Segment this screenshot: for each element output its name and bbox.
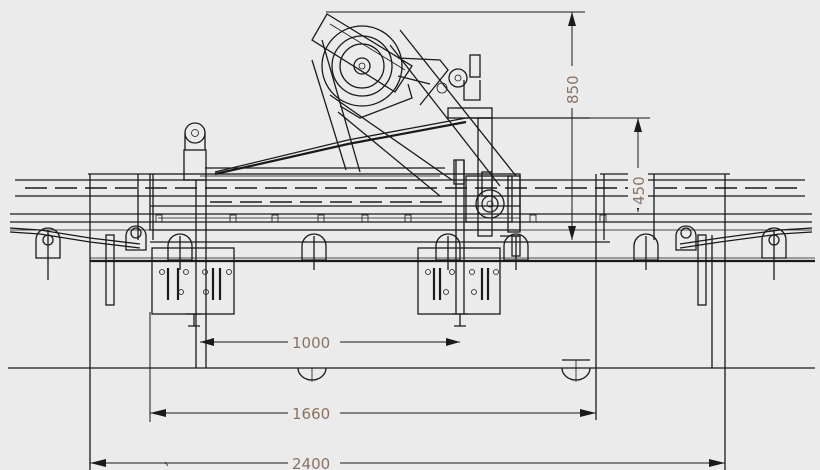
side-rollers [9, 225, 813, 280]
dimension-1660: 1660 [292, 405, 330, 423]
conveyor-rails [8, 179, 815, 369]
dimension-labels: 1000 1660 2400 850 450 [288, 66, 648, 470]
dimension-450: 450 [630, 176, 648, 205]
central-frame [88, 167, 730, 470]
dimension-lines [90, 11, 725, 467]
legs [151, 122, 591, 382]
drive-unit [214, 13, 590, 257]
dimension-1000: 1000 [292, 334, 330, 352]
dimension-850: 850 [564, 75, 582, 104]
dimension-2400: 2400 [292, 455, 330, 470]
